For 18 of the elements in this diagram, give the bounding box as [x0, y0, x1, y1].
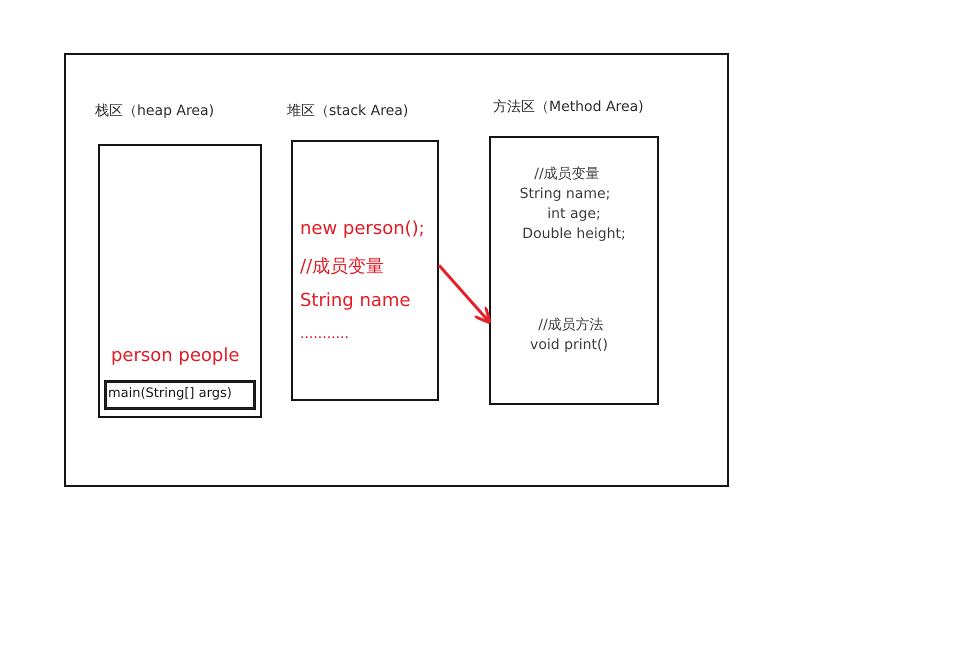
code-text: Double height; — [522, 226, 626, 243]
code-text: new person(); — [300, 218, 425, 240]
code-text: person people — [111, 345, 240, 367]
area-heading: 堆区（stack Area) — [287, 103, 408, 120]
code-comment: //成员变量 — [534, 166, 600, 183]
code-text: int age; — [547, 206, 601, 223]
code-text: void print() — [530, 337, 608, 354]
stack-frame-box — [104, 380, 256, 410]
arrow — [438, 264, 492, 324]
code-text: String name — [300, 290, 410, 312]
memory-frame — [64, 53, 729, 487]
code-text: main(String[] args) — [108, 386, 232, 402]
area-heading: 栈区（heap Area) — [95, 103, 214, 120]
area-heading: 方法区（Method Area) — [493, 99, 644, 116]
code-text: //成员变量 — [300, 256, 384, 278]
code-text: ........... — [300, 326, 349, 343]
code-text: String name; — [520, 186, 610, 203]
code-comment: //成员方法 — [538, 317, 604, 334]
